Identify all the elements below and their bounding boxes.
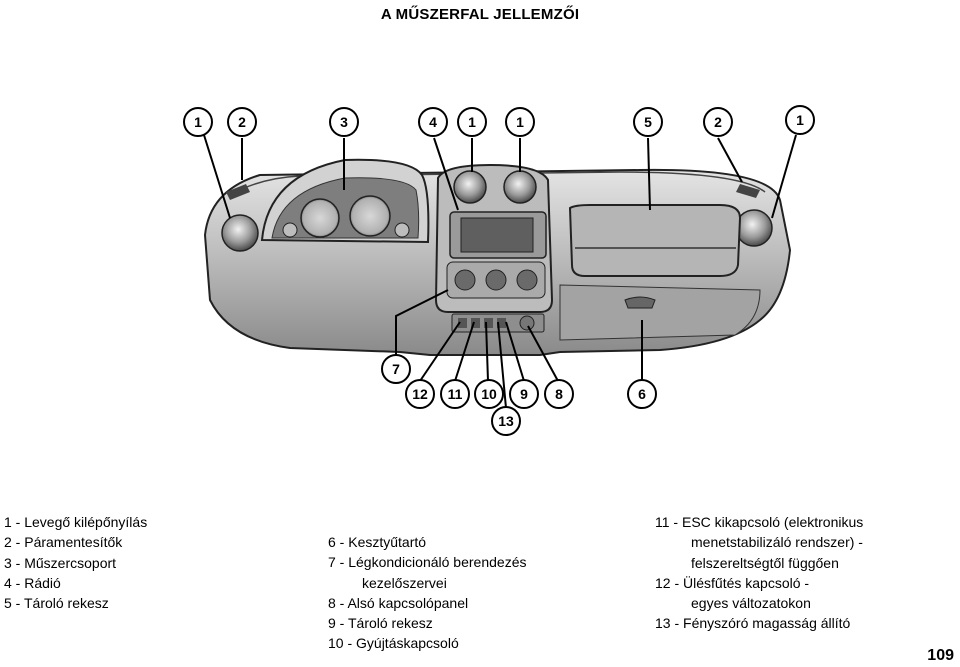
svg-text:11: 11 xyxy=(448,386,463,402)
hvac-knob-left xyxy=(454,269,476,291)
svg-text:3: 3 xyxy=(340,114,348,130)
callout-2-a: 2 xyxy=(227,107,257,137)
svg-text:9: 9 xyxy=(520,386,528,402)
svg-text:13: 13 xyxy=(498,413,514,429)
legend-item: 9 - Tároló rekesz xyxy=(328,615,433,632)
callout-3: 3 xyxy=(329,107,359,137)
svg-text:1: 1 xyxy=(194,114,202,130)
speedometer-gauge xyxy=(300,198,340,238)
svg-text:2: 2 xyxy=(238,114,246,130)
bottom-callouts: 7 12 11 10 9 8 6 13 xyxy=(381,354,657,436)
right-defroster xyxy=(736,184,760,198)
legend-item: 6 - Kesztyűtartó xyxy=(328,534,427,550)
legend-column-2: 6 - Kesztyűtartó 7 - Légkondicionáló ber… xyxy=(328,532,526,654)
callout-4: 4 xyxy=(418,107,448,137)
callout-8: 8 xyxy=(544,379,574,409)
svg-text:1: 1 xyxy=(516,114,524,130)
callout-1-d: 1 xyxy=(785,105,815,135)
right-air-vent xyxy=(735,209,773,247)
callout-1-a: 1 xyxy=(183,107,213,137)
legend-item-continued: menetstabilizáló rendszer) - xyxy=(691,534,863,551)
legend-item: 10 - Gyújtáskapcsoló xyxy=(328,635,459,652)
callout-11: 11 xyxy=(440,379,470,409)
callout-7: 7 xyxy=(381,354,411,384)
legend-item: 13 - Fényszóró magasság állító xyxy=(655,615,851,632)
callout-12: 12 xyxy=(405,379,435,409)
callout-2-b: 2 xyxy=(703,107,733,137)
svg-text:10: 10 xyxy=(481,386,497,402)
hvac-knob-center xyxy=(485,269,507,291)
glove-box xyxy=(559,284,761,341)
callout-5: 5 xyxy=(633,107,663,137)
left-air-vent xyxy=(221,214,259,252)
legend-item: 2 - Páramentesítők xyxy=(4,534,123,551)
legend-column-3: 11 - ESC kikapcsoló (elektronikus menets… xyxy=(655,512,863,634)
svg-text:1: 1 xyxy=(796,112,804,128)
legend-item: 5 - Tároló rekesz xyxy=(4,595,109,612)
page-title: A MŰSZERFAL JELLEMZŐI xyxy=(380,6,580,23)
hvac-knob-right xyxy=(516,269,538,291)
dashboard-illustration: 1 2 3 4 1 1 5 2 1 7 12 11 10 9 8 6 13 xyxy=(183,105,815,436)
page-number: 109 xyxy=(927,647,954,664)
legend-item: 1 - Levegő kilépőnyílás xyxy=(4,514,148,530)
center-vent-right xyxy=(503,170,537,204)
svg-text:4: 4 xyxy=(429,114,437,130)
legend-item: 12 - Ülésfűtés kapcsoló - xyxy=(655,574,810,591)
legend-item-continued: kezelőszervei xyxy=(362,574,447,591)
svg-text:8: 8 xyxy=(555,386,563,402)
svg-text:6: 6 xyxy=(638,386,646,402)
callout-10: 10 xyxy=(474,379,504,409)
svg-text:12: 12 xyxy=(412,386,428,402)
callout-1-b: 1 xyxy=(457,107,487,137)
legend-item-continued: egyes változatokon xyxy=(691,595,811,612)
legend-item: 7 - Légkondicionáló berendezés xyxy=(328,554,527,571)
storage-bin xyxy=(568,204,742,277)
tachometer-gauge xyxy=(349,195,391,237)
legend-item-continued: felszereltségtől függően xyxy=(691,554,839,571)
legend-item: 11 - ESC kikapcsoló (elektronikus xyxy=(655,514,864,530)
center-vent-left xyxy=(453,170,487,204)
svg-text:1: 1 xyxy=(468,114,476,130)
svg-text:2: 2 xyxy=(714,114,722,130)
callout-6: 6 xyxy=(627,379,657,409)
top-callouts: 1 2 3 4 1 1 5 2 1 xyxy=(183,105,815,137)
callout-9: 9 xyxy=(509,379,539,409)
svg-text:7: 7 xyxy=(392,361,400,377)
legend-item: 4 - Rádió xyxy=(4,574,61,591)
left-defroster xyxy=(226,184,250,200)
callout-1-c: 1 xyxy=(505,107,535,137)
callout-13: 13 xyxy=(491,406,521,436)
legend-column-1: 1 - Levegő kilépőnyílás 2 - Páramentesít… xyxy=(4,512,147,613)
legend-item: 8 - Alsó kapcsolópanel xyxy=(328,594,469,611)
legend-item: 3 - Műszercsoport xyxy=(4,554,117,571)
svg-text:5: 5 xyxy=(644,114,652,130)
